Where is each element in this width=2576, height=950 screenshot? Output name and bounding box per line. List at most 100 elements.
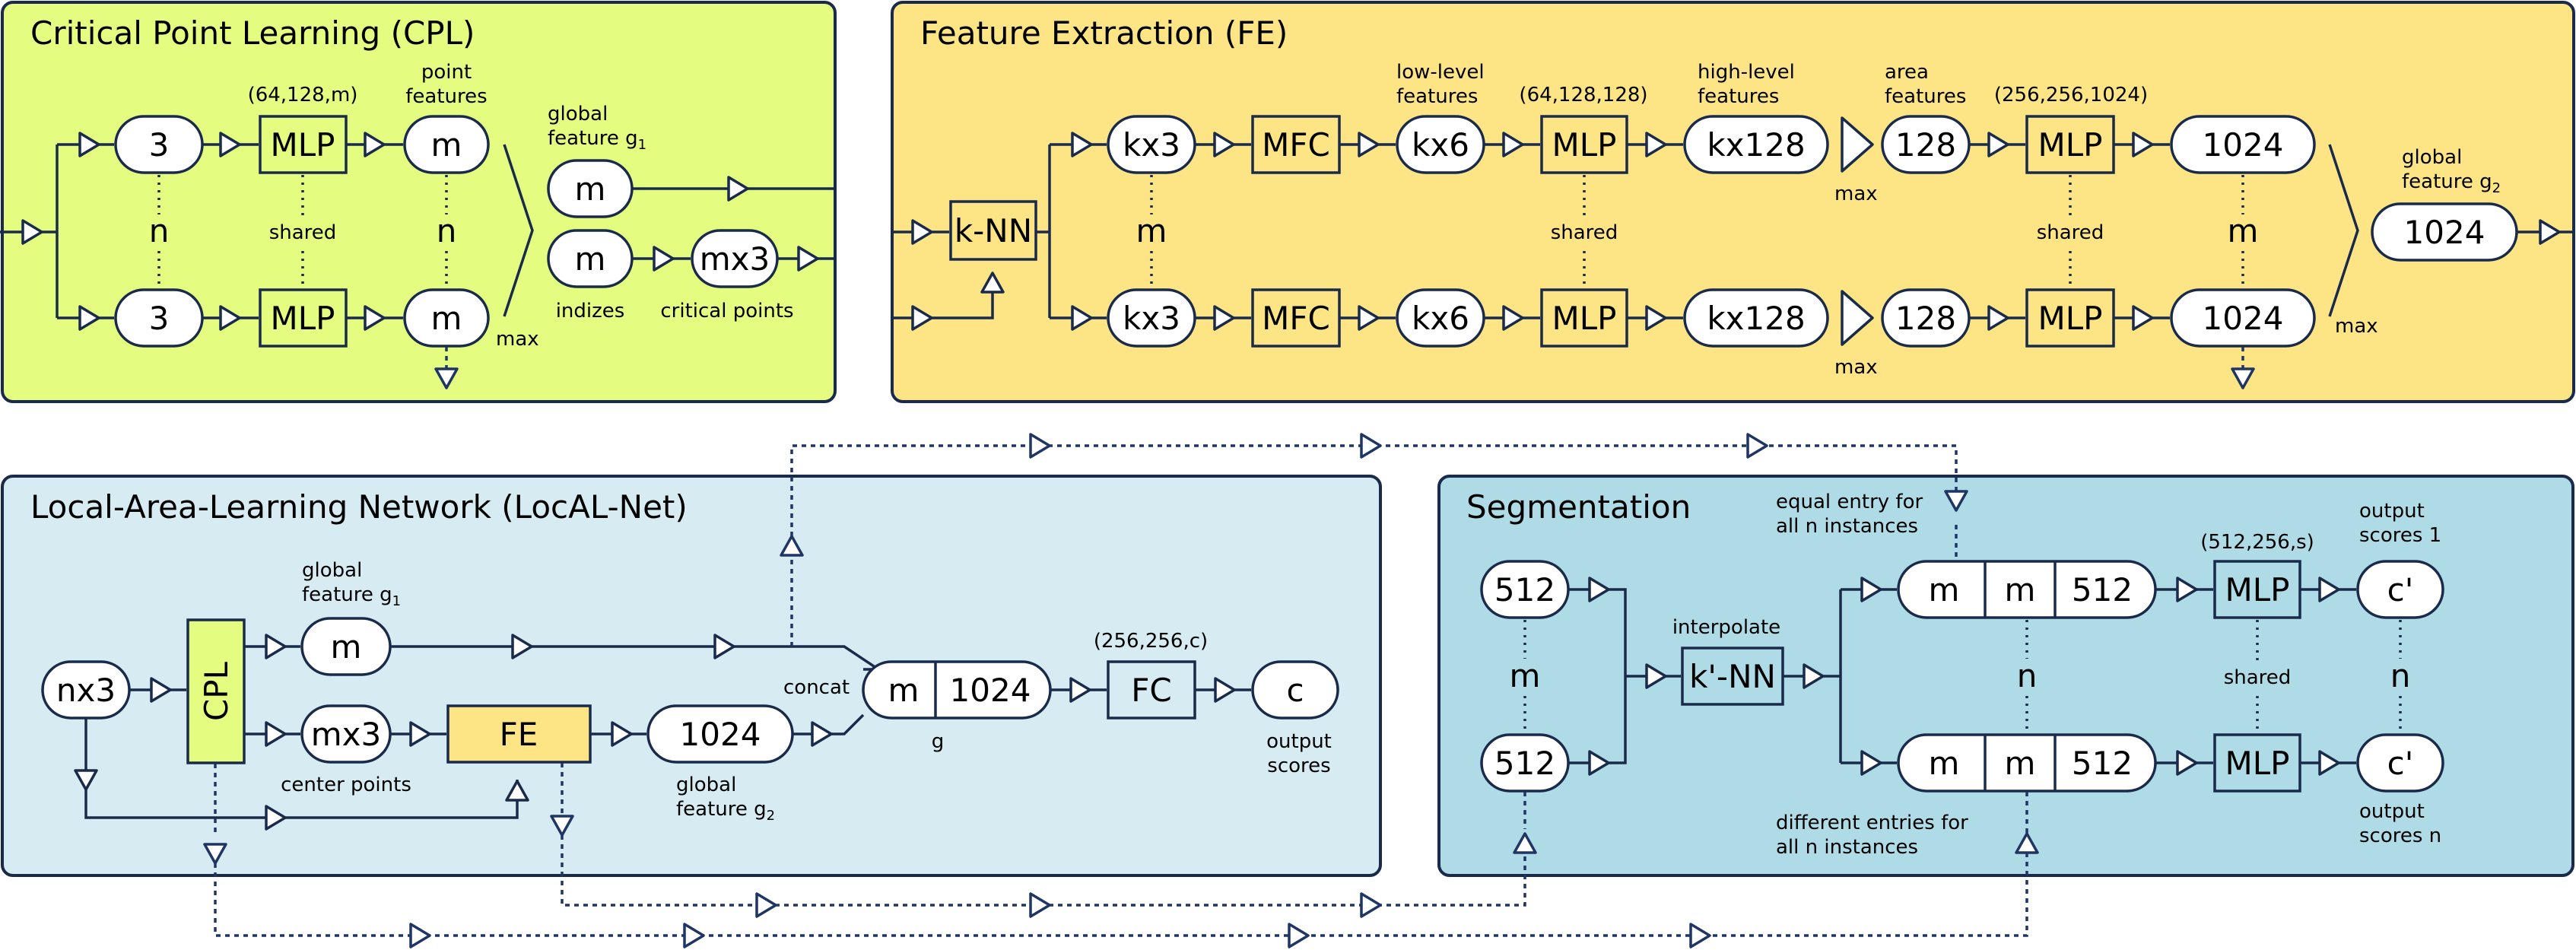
seg-row2-m1: m: [1929, 745, 1960, 782]
ln-cpl-label: CPL: [198, 661, 235, 721]
seg-n2-label: n: [2390, 657, 2411, 694]
fe-kx6-bottom-label: kx6: [1412, 300, 1469, 337]
fe-mfc-bottom-label: MFC: [1262, 300, 1330, 337]
ln-global1-1: global: [302, 559, 362, 582]
seg-m-label: m: [1510, 657, 1541, 694]
ln-1024-label: 1024: [680, 716, 761, 753]
seg-equal-2: all n instances: [1776, 515, 1918, 538]
fe-max-bottom-label: max: [1834, 356, 1878, 379]
fe-mlp2-bottom-label: MLP: [2038, 300, 2103, 337]
seg-diff-2: all n instances: [1776, 836, 1918, 859]
cpl-mlp-dims: (64,128,m): [248, 84, 358, 106]
fe-1024-bottom: [2170, 288, 2316, 348]
fe-max-bottom-symbol: [1841, 290, 1874, 346]
ln-g-label: g: [932, 730, 945, 753]
cpl-m-top-label: m: [431, 126, 462, 164]
seg-c-top-label: c': [2387, 571, 2414, 608]
fe-m-label: m: [1136, 212, 1167, 249]
seg-row2-m2: m: [2005, 745, 2036, 782]
seg-row1-m2: m: [2005, 571, 2036, 608]
fe-128-bottom-label: 128: [1895, 300, 1956, 337]
seg-outn-1: output: [2359, 800, 2425, 823]
fe-1024-bottom-label: 1024: [2203, 300, 2284, 337]
cpl-point-features-2: features: [405, 85, 487, 108]
fe-global-1024-label: 1024: [2404, 214, 2485, 251]
cpl-input-top-label: 3: [149, 126, 170, 164]
ln-nx3-label: nx3: [56, 672, 116, 709]
ln-concat-m-label: m: [888, 672, 920, 709]
cpl-max-symbol: [503, 144, 534, 317]
cpl-global-1: global: [548, 103, 608, 126]
fe-max-top-label: max: [1834, 183, 1878, 205]
seg-mlp-top-label: MLP: [2225, 571, 2290, 608]
seg-row1-512: 512: [2072, 571, 2133, 608]
fe-diagram: k-NN kx3 kx3 m MFC MFC low-level feature…: [892, 61, 2574, 389]
fe-max-right-label: max: [2335, 315, 2378, 338]
ln-center-points-label: center points: [281, 774, 411, 796]
fe-mfc-top-label: MFC: [1262, 126, 1330, 164]
seg-row1-m1: m: [1929, 571, 1960, 608]
fe-128-top-label: 128: [1895, 126, 1956, 164]
cpl-index-m-label: m: [575, 240, 606, 278]
fe-knn: [949, 200, 1037, 261]
seg-512-bottom-label: 512: [1494, 745, 1555, 782]
fe-title: Feature Extraction (FE): [920, 14, 1288, 52]
ln-global-m-label: m: [331, 628, 362, 666]
ln-concat-1024-label: 1024: [950, 672, 1031, 709]
fe-kx128-bottom: [1683, 288, 1829, 348]
cpl-n-label: n: [149, 212, 170, 249]
seg-diff-1: different entries for: [1776, 812, 1968, 834]
ln-concat-label: concat: [783, 676, 850, 699]
fe-mlp2-dims: (256,256,1024): [1994, 84, 2148, 106]
fe-mlp1-top: [1540, 115, 1628, 174]
fe-max-right-symbol: [2328, 144, 2359, 317]
fe-mlp2-top: [2025, 115, 2115, 174]
cpl-critical-points-label: critical points: [660, 300, 793, 322]
ln-out-1: output: [1266, 730, 1332, 753]
ln-c-label: c: [1286, 672, 1304, 709]
seg-512-top-label: 512: [1494, 571, 1555, 608]
fe-max-top-symbol: [1841, 116, 1874, 173]
seg-shared-label: shared: [2224, 666, 2292, 689]
fe-kx128-bottom-label: kx128: [1707, 300, 1805, 337]
seg-knn: [1681, 647, 1784, 706]
seg-title: Segmentation: [1466, 488, 1691, 526]
seg-diagram: 512 512 m interpolate k'-NN equal entry …: [1480, 490, 2444, 859]
fe-high-2: features: [1698, 85, 1779, 108]
localnet-diagram: nx3 CPL global feature g1 m mx3 center p…: [41, 535, 1339, 865]
connectors: [214, 433, 2028, 948]
cpl-input-bottom-label: 3: [149, 300, 170, 337]
cpl-global-2: feature g1: [548, 127, 646, 153]
fe-1024-top-label: 1024: [2203, 126, 2284, 164]
seg-row2-512: 512: [2072, 745, 2133, 782]
seg-mlp-top: [2213, 560, 2301, 619]
fe-global-1: global: [2402, 146, 2462, 169]
cpl-mlp-bottom: [259, 288, 348, 348]
cpl-global-m-label: m: [575, 170, 606, 208]
cpl-title: Critical Point Learning (CPL): [30, 14, 475, 52]
fe-mlp1-bottom: [1540, 288, 1628, 348]
fe-low-1: low-level: [1396, 61, 1485, 84]
fe-high-1: high-level: [1698, 61, 1795, 84]
cpl-mlp-top-label: MLP: [271, 126, 335, 164]
cpl-mlp-top: [259, 115, 348, 174]
fe-shared2-label: shared: [2037, 221, 2104, 244]
fe-area-1: area: [1885, 61, 1929, 84]
cpl-m-bottom: [403, 288, 490, 348]
fe-mlp1-top-label: MLP: [1552, 126, 1617, 164]
cpl-panel: [1, 1, 837, 403]
cpl-m-bottom-label: m: [431, 300, 462, 337]
ln-fc-dims: (256,256,c): [1094, 630, 1208, 653]
fe-kx128-top-label: kx128: [1707, 126, 1805, 164]
seg-out1-2: scores 1: [2359, 524, 2441, 547]
fe-kx128-top: [1683, 115, 1829, 174]
fe-kx6-top-label: kx6: [1412, 126, 1469, 164]
seg-mlp-bottom-label: MLP: [2225, 745, 2290, 782]
fe-area-2: features: [1885, 85, 1966, 108]
cpl-shared-label: shared: [269, 221, 337, 244]
seg-n-label: n: [2017, 657, 2038, 694]
fe-mlp1-dims: (64,128,128): [1519, 84, 1647, 106]
fe-kx3-top-label: kx3: [1123, 126, 1180, 164]
cpl-m-top: [403, 115, 490, 174]
